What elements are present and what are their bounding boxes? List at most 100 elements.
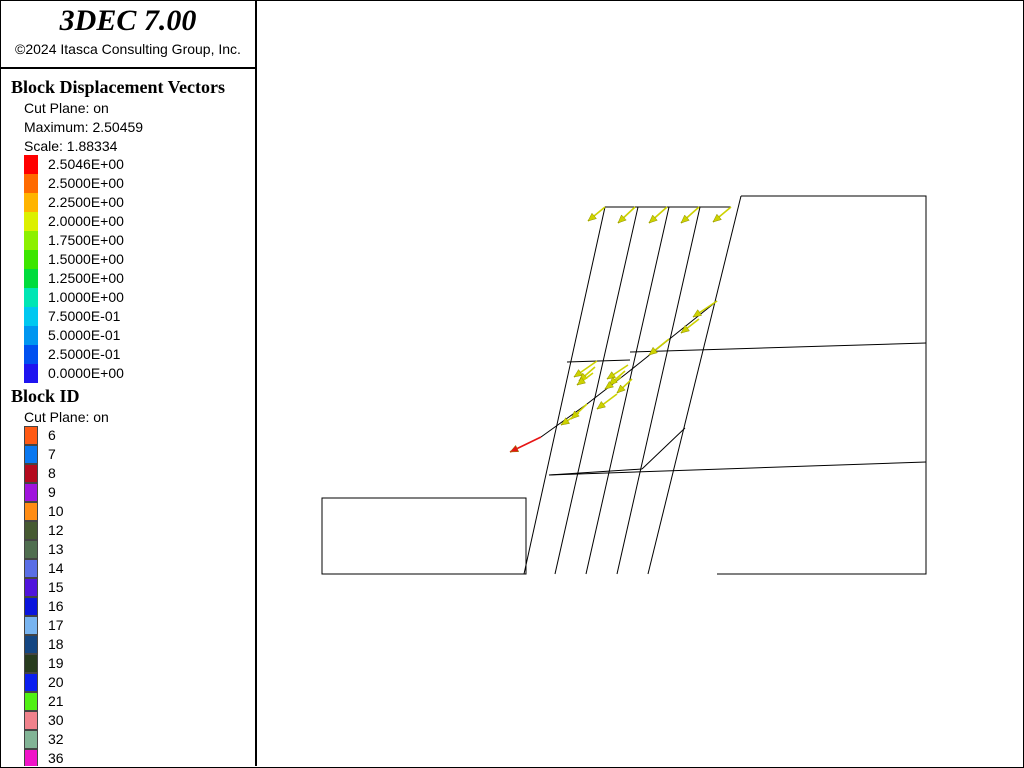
displacement-arrow <box>680 206 700 224</box>
block-id-label: 18 <box>48 636 64 652</box>
upper-joint <box>629 342 927 353</box>
diagonal-joint <box>641 427 686 470</box>
block-id-swatch <box>24 464 38 483</box>
bench-line <box>566 359 631 363</box>
lower-joint <box>548 461 927 476</box>
displacement-arrow <box>680 318 700 334</box>
displacement-level-swatch <box>24 174 38 193</box>
displacement-level-swatch <box>24 345 38 364</box>
failure-surface <box>540 300 718 438</box>
displacement-arrow <box>576 372 594 386</box>
block-id-label: 17 <box>48 617 64 633</box>
column-3 <box>585 206 670 575</box>
copyright-text: ©2024 Itasca Consulting Group, Inc. <box>15 41 241 57</box>
toe-block <box>321 497 527 575</box>
displacement-vectors <box>509 206 732 453</box>
block-id-label: 8 <box>48 465 56 481</box>
displacement-level-label: 1.5000E+00 <box>48 251 124 267</box>
block-id-swatch <box>24 578 38 597</box>
displacement-level-label: 2.5000E-01 <box>48 346 121 362</box>
block-id-swatch <box>24 521 38 540</box>
displacement-arrow <box>617 206 636 224</box>
displacement-level-swatch <box>24 288 38 307</box>
block-id-label: 16 <box>48 598 64 614</box>
block-id-swatch <box>24 635 38 654</box>
model-viewport[interactable] <box>257 1 1022 766</box>
displacement-level-label: 2.2500E+00 <box>48 194 124 210</box>
displacement-level-swatch <box>24 307 38 326</box>
slope-crest-block <box>717 195 927 575</box>
legend-panel: 3DEC 7.00 ©2024 Itasca Consulting Group,… <box>1 1 257 766</box>
block-id-swatch <box>24 749 38 766</box>
block-id-cut-plane: Cut Plane: on <box>24 409 109 425</box>
displacement-arrow <box>560 412 580 426</box>
block-id-swatch <box>24 616 38 635</box>
toe-joint <box>548 468 643 476</box>
displacement-level-label: 2.5046E+00 <box>48 156 124 172</box>
displacement-arrow <box>606 364 629 380</box>
block-id-label: 20 <box>48 674 64 690</box>
displacement-level-swatch <box>24 269 38 288</box>
block-id-swatch <box>24 559 38 578</box>
displacement-arrow <box>604 376 622 390</box>
displacement-level-swatch <box>24 364 38 383</box>
block-id-label: 30 <box>48 712 64 728</box>
block-id-label: 15 <box>48 579 64 595</box>
block-id-label: 7 <box>48 446 56 462</box>
displacement-level-label: 5.0000E-01 <box>48 327 121 343</box>
displacement-level-label: 2.0000E+00 <box>48 213 124 229</box>
displacement-level-swatch <box>24 155 38 174</box>
displacement-cut-plane: Cut Plane: on <box>24 100 109 116</box>
column-1 <box>523 206 606 575</box>
block-id-label: 13 <box>48 541 64 557</box>
displacement-level-swatch <box>24 193 38 212</box>
displacement-level-swatch <box>24 212 38 231</box>
block-id-swatch <box>24 426 38 445</box>
block-id-label: 19 <box>48 655 64 671</box>
displacement-level-swatch <box>24 326 38 345</box>
block-id-label: 6 <box>48 427 56 443</box>
legend-divider <box>1 67 255 69</box>
block-id-swatch <box>24 673 38 692</box>
column-4 <box>616 206 701 575</box>
displacement-arrow <box>596 393 618 410</box>
column-2 <box>554 206 639 575</box>
column-5 <box>647 195 742 575</box>
block-id-label: 10 <box>48 503 64 519</box>
displacement-arrow <box>648 338 670 356</box>
displacement-level-label: 1.7500E+00 <box>48 232 124 248</box>
displacement-level-swatch <box>24 231 38 250</box>
displacement-arrow <box>692 300 718 318</box>
displacement-level-label: 0.0000E+00 <box>48 365 124 381</box>
block-id-label: 14 <box>48 560 64 576</box>
displacement-maximum: Maximum: 2.50459 <box>24 119 144 135</box>
displacement-arrow <box>573 360 598 378</box>
displacement-level-swatch <box>24 250 38 269</box>
block-id-swatch <box>24 502 38 521</box>
displacement-scale: Scale: 1.88334 <box>24 138 118 154</box>
block-id-swatch <box>24 730 38 749</box>
block-id-legend-title: Block ID <box>11 386 80 406</box>
block-id-label: 21 <box>48 693 64 709</box>
block-id-swatch <box>24 445 38 464</box>
block-id-label: 9 <box>48 484 56 500</box>
displacement-level-label: 2.5000E+00 <box>48 175 124 191</box>
block-id-label: 36 <box>48 750 64 766</box>
block-id-swatch <box>24 711 38 730</box>
displacement-arrow <box>712 206 732 223</box>
block-id-swatch <box>24 654 38 673</box>
displacement-level-label: 1.2500E+00 <box>48 270 124 286</box>
block-id-swatch <box>24 540 38 559</box>
app-title: 3DEC 7.00 <box>59 4 197 37</box>
block-id-swatch <box>24 692 38 711</box>
block-id-label: 12 <box>48 522 64 538</box>
max-displacement-arrow <box>509 436 542 453</box>
displacement-arrow <box>616 378 633 394</box>
displacement-arrow <box>648 206 668 224</box>
block-outlines <box>321 195 927 575</box>
displacement-arrow <box>587 206 606 222</box>
block-id-swatch <box>24 483 38 502</box>
displacement-legend-title: Block Displacement Vectors <box>11 77 225 97</box>
displacement-level-label: 7.5000E-01 <box>48 308 121 324</box>
block-id-swatch <box>24 597 38 616</box>
